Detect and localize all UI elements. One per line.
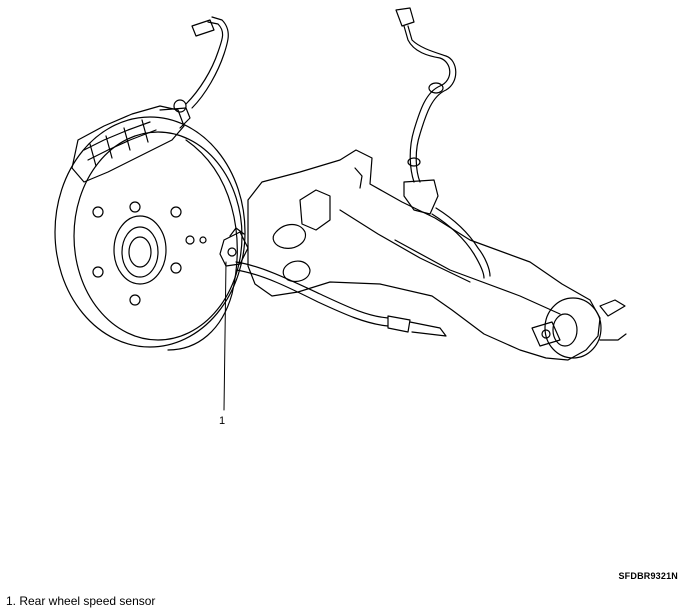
sensor-harness	[395, 7, 491, 279]
trailing-arm	[247, 149, 601, 361]
sensor-cable	[235, 261, 447, 337]
brake-caliper	[71, 99, 191, 183]
legend-caption: 1. Rear wheel speed sensor	[6, 594, 156, 608]
brake-hose	[185, 16, 229, 109]
arm-bushing	[531, 297, 627, 359]
wheel-hub	[92, 201, 207, 306]
wheel-speed-sensor	[219, 227, 249, 267]
callout-leader-line	[223, 261, 227, 411]
brake-disc	[54, 116, 246, 351]
figure-code: SFDBR9321N	[618, 571, 678, 581]
callout-number: 1	[219, 415, 226, 427]
